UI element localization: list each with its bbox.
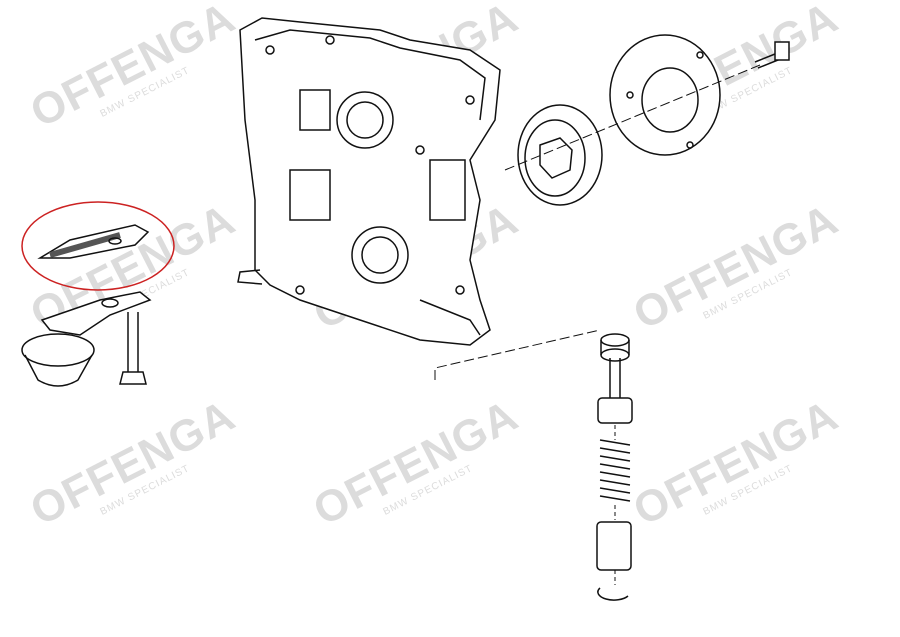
timing-cover-housing: [237, 17, 501, 346]
oil-pump-inner-rotor: [517, 104, 603, 206]
assembly-axis-line: [434, 329, 601, 380]
oil-pump-cover: [609, 34, 721, 156]
screw: [754, 41, 790, 69]
oil-pickup-bracket: [40, 291, 152, 336]
oil-strainer-gasket: [37, 224, 150, 259]
highlight-circle: [21, 201, 175, 291]
pressure-relief-valve: [596, 333, 633, 601]
bolt: [119, 312, 147, 385]
assembly-axis-line: [504, 64, 761, 171]
oil-strainer-cup: [21, 333, 95, 387]
